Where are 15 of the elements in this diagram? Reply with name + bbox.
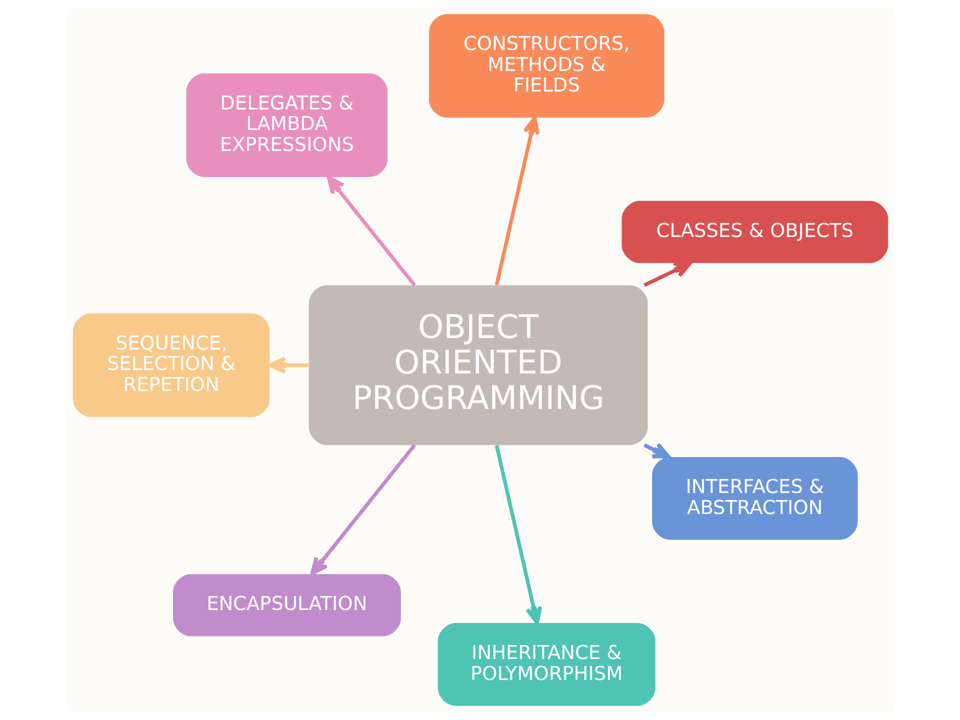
arrow — [643, 261, 692, 287]
arrow — [268, 356, 308, 374]
node-box: SEQUENCE, SELECTION & REPETION — [72, 313, 270, 417]
node-box: CLASSES & OBJECTS — [621, 200, 888, 264]
arrow — [494, 116, 540, 286]
arrow — [494, 444, 542, 625]
node-box: DELEGATES & LAMBDA EXPRESSIONS — [186, 73, 388, 177]
node-box: ENCAPSULATION — [172, 574, 400, 636]
arrow — [310, 444, 416, 576]
arrow — [643, 442, 670, 459]
node-box: OBJECT ORIENTED PROGRAMMING — [308, 285, 648, 446]
node-box: INHERITANCE & POLYMORPHISM — [437, 623, 655, 706]
node-box: INTERFACES & ABSTRACTION — [652, 456, 858, 540]
arrow — [326, 176, 416, 286]
node-box: CONSTRUCTORS, METHODS & FIELDS — [428, 14, 664, 118]
